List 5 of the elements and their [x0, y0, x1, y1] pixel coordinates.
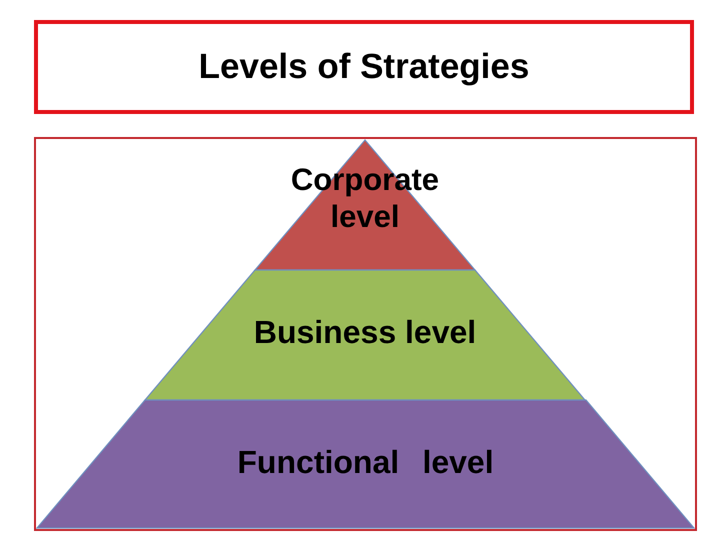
- tier-label: Business level: [254, 314, 476, 352]
- title: Levels of Strategies: [198, 47, 530, 87]
- tier-label: Functional level: [237, 444, 494, 482]
- pyramid-tier: [145, 270, 585, 400]
- pyramid-tier: [37, 400, 694, 528]
